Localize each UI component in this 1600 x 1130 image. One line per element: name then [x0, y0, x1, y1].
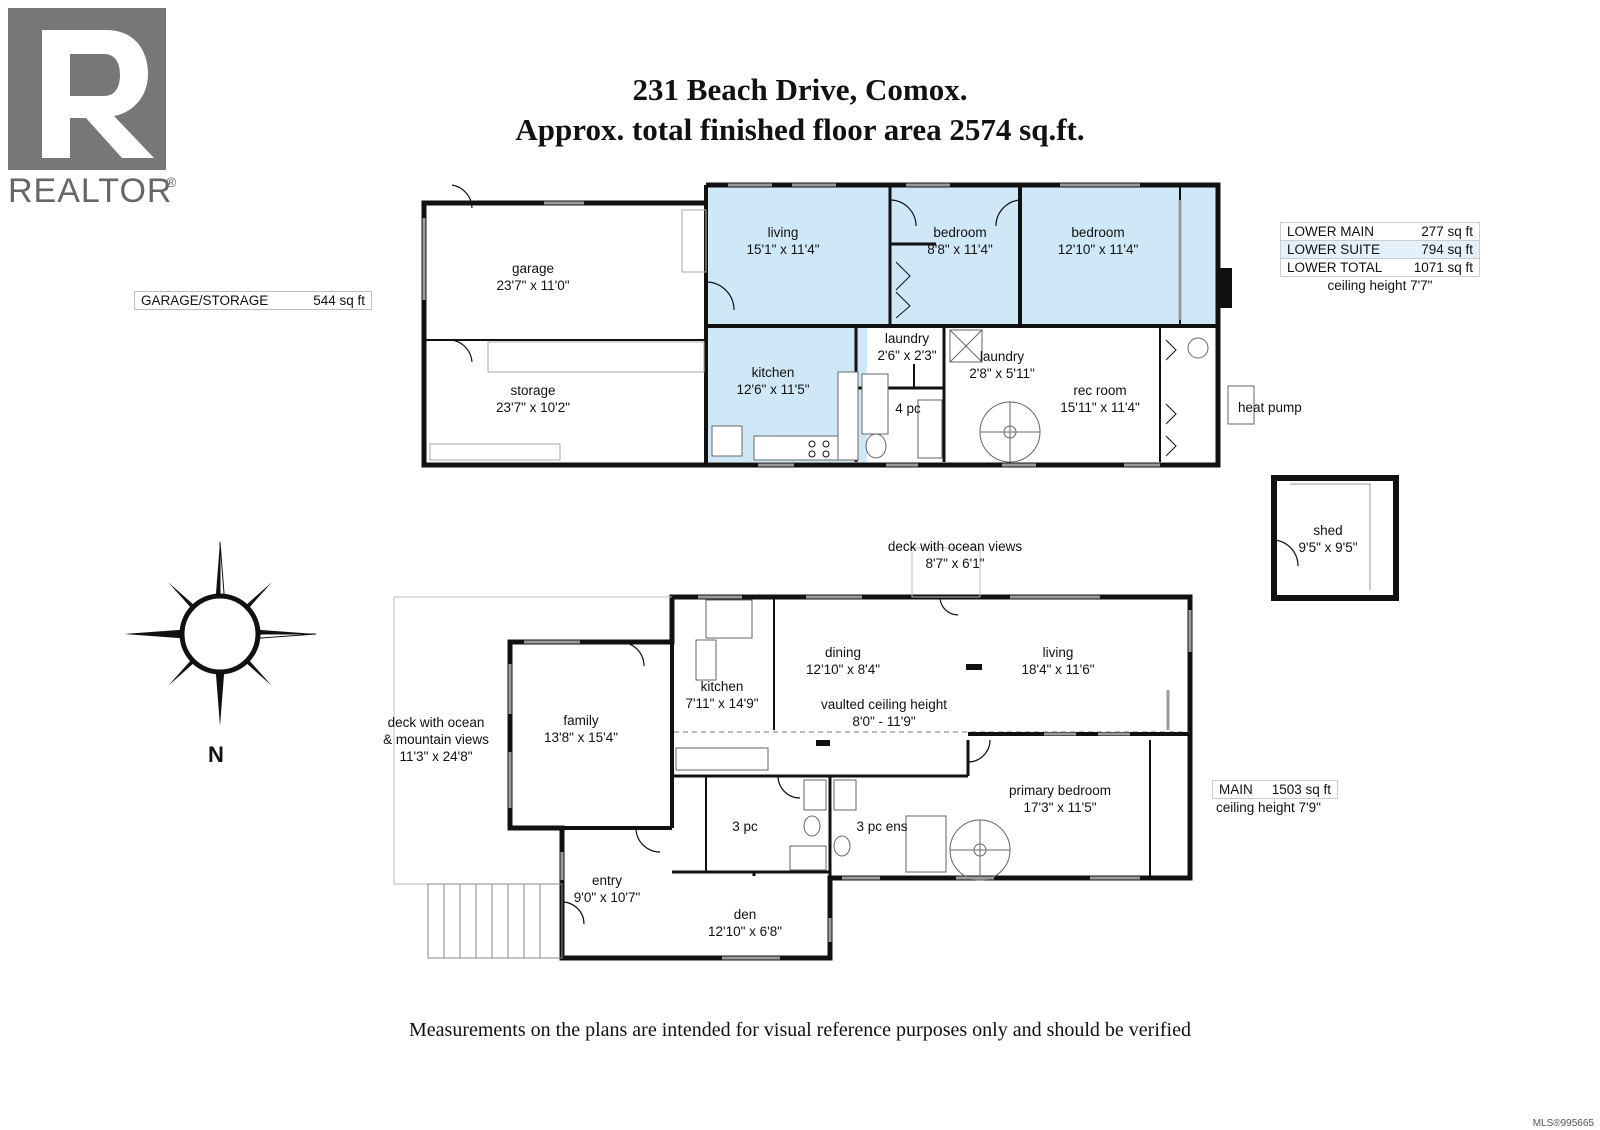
garage-storage-value: 544 sq ft — [313, 293, 365, 308]
lower-main-label: LOWER MAIN — [1287, 224, 1375, 239]
main-level-windows — [508, 595, 1192, 960]
compass-north-label: N — [208, 742, 224, 767]
lower-total-label: LOWER TOTAL — [1287, 260, 1383, 275]
heat-pump-label: heat pump — [1238, 400, 1302, 415]
main-ceiling-height: ceiling height 7'9" — [1216, 800, 1321, 815]
lower-ceiling-height: ceiling height 7'7" — [1327, 278, 1433, 293]
lower-suite-fill — [707, 186, 1218, 326]
lower-suite-value: 794 sq ft — [1421, 242, 1473, 257]
registered-mark-icon: ® — [166, 174, 177, 190]
main-area-label: MAIN — [1219, 782, 1253, 797]
realtor-r-icon — [8, 8, 166, 170]
mls-number: MLS®995665 — [1532, 1118, 1594, 1129]
bath-3pc-label: 3 pc — [732, 819, 758, 834]
page-subtitle: Approx. total finished floor area 2574 s… — [515, 112, 1085, 147]
shed-walls — [1271, 475, 1399, 601]
lower-area-summary: LOWER MAIN 277 sq ft LOWER SUITE 794 sq ft… — [1280, 222, 1480, 294]
ensuite-label: 3 pc ens — [856, 819, 908, 834]
main-level-walls — [393, 547, 1193, 961]
lower-level-windows — [422, 183, 1182, 467]
realtor-logo-text: REALTOR — [8, 172, 173, 210]
disclaimer: Measurements on the plans are intended f… — [409, 1019, 1191, 1041]
compass-rose-icon — [124, 541, 317, 726]
page-title: 231 Beach Drive, Comox. — [632, 72, 968, 107]
garage-storage-label: GARAGE/STORAGE — [141, 293, 269, 308]
garage-storage-area: GARAGE/STORAGE 544 sq ft — [134, 291, 372, 310]
lower-total-value: 1071 sq ft — [1413, 260, 1473, 275]
lower-bath-label: 4 pc — [895, 401, 921, 416]
lower-suite-label: LOWER SUITE — [1287, 242, 1381, 257]
main-area-value: 1503 sq ft — [1271, 782, 1331, 797]
lower-main-value: 277 sq ft — [1421, 224, 1473, 239]
main-area-summary: MAIN 1503 sq ft — [1212, 780, 1338, 799]
lower-level-walls — [421, 182, 1255, 468]
